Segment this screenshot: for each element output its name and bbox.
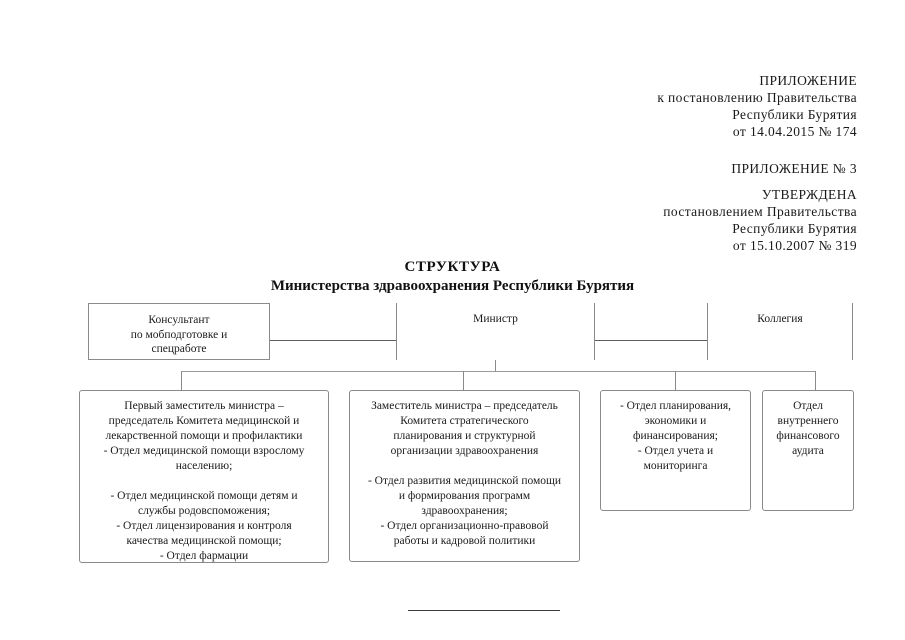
connector-drop-deputy-strategic bbox=[463, 371, 464, 390]
org-node-collegium-label: Коллегия bbox=[757, 313, 803, 325]
page-title: СТРУКТУРА bbox=[404, 259, 501, 275]
org-node-deputy-strategic-label: Заместитель министра – председатель Коми… bbox=[367, 400, 562, 547]
connector-minister-drop bbox=[495, 360, 496, 371]
org-node-first-deputy: Первый заместитель министра – председате… bbox=[79, 390, 329, 563]
org-node-deputy-strategic: Заместитель министра – председатель Коми… bbox=[349, 390, 580, 562]
header-appendix-reference: ПРИЛОЖЕНИЕ к постановлению Правительства… bbox=[657, 73, 857, 139]
connector-distribution-bus bbox=[181, 371, 815, 372]
header-approval-reference: УТВЕРЖДЕНА постановлением Правительства … bbox=[663, 187, 857, 253]
connector-consultant-minister bbox=[270, 340, 396, 341]
org-node-minister-label: Министр bbox=[473, 313, 518, 325]
org-node-consultant: Консультант по мобподготовке и спецработ… bbox=[88, 303, 270, 360]
org-node-collegium: Коллегия bbox=[707, 303, 853, 360]
connector-minister-collegium bbox=[595, 340, 707, 341]
header-appendix-number: ПРИЛОЖЕНИЕ № 3 bbox=[731, 161, 857, 176]
org-node-planning-economics: - Отдел планирования, экономики и финанс… bbox=[600, 390, 751, 511]
page-subtitle: Министерства здравоохранения Республики … bbox=[270, 278, 635, 294]
connector-drop-planning-economics bbox=[675, 371, 676, 390]
connector-drop-first-deputy bbox=[181, 371, 182, 390]
org-node-first-deputy-label: Первый заместитель министра – председате… bbox=[103, 400, 305, 562]
org-node-minister: Министр bbox=[396, 303, 595, 360]
org-node-planning-economics-label: - Отдел планирования, экономики и финанс… bbox=[619, 400, 732, 472]
footer-divider bbox=[408, 610, 560, 611]
org-node-internal-audit: Отдел внутреннего финансового аудита bbox=[762, 390, 854, 511]
connector-drop-internal-audit bbox=[815, 371, 816, 390]
org-node-consultant-label: Консультант по мобподготовке и спецработ… bbox=[130, 314, 228, 355]
org-node-internal-audit-label: Отдел внутреннего финансового аудита bbox=[776, 400, 840, 457]
